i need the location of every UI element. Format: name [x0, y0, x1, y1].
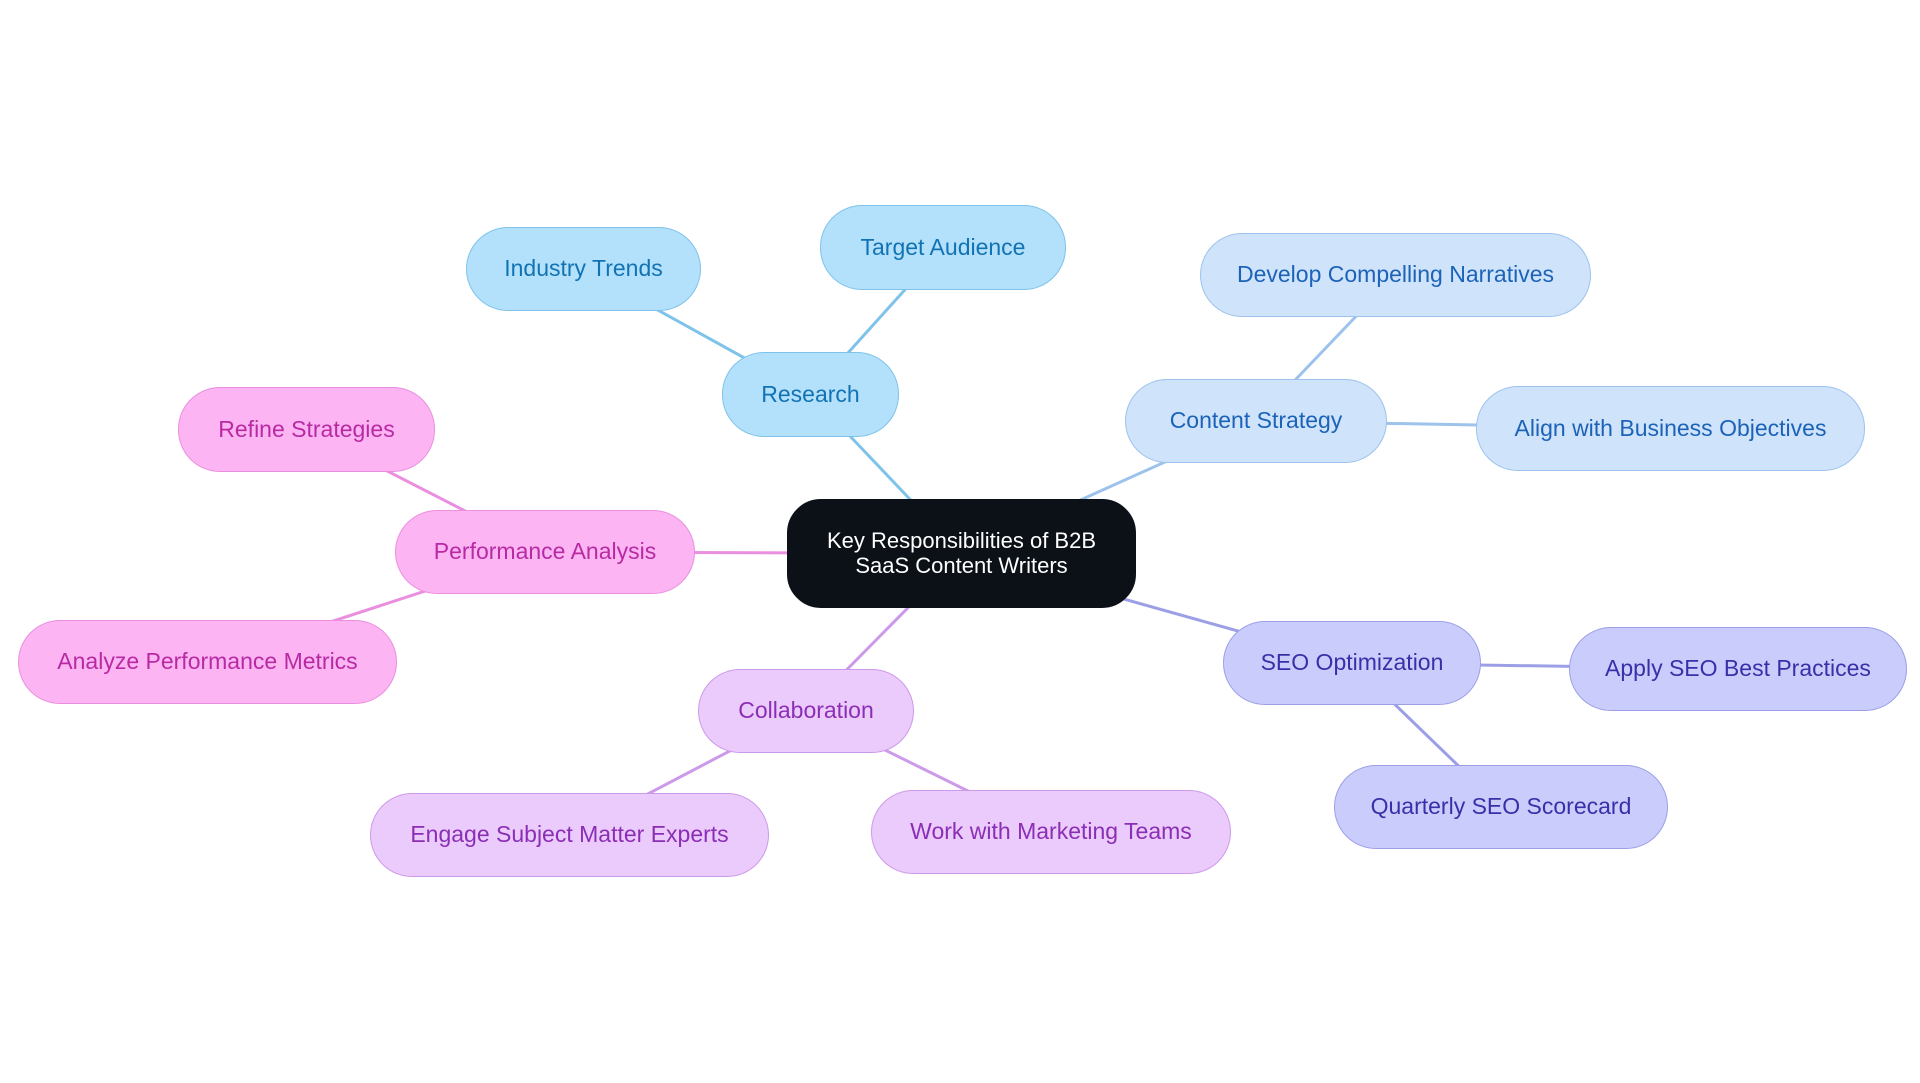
branch-node-research[interactable]: Research	[722, 352, 899, 437]
leaf-node-quarterly-seo-scorecard-label: Quarterly SEO Scorecard	[1370, 793, 1632, 820]
branch-node-collaboration-label: Collaboration	[738, 697, 874, 724]
leaf-node-engage-subject-matter-experts[interactable]: Engage Subject Matter Experts	[370, 793, 769, 877]
branch-node-seo-optimization[interactable]: SEO Optimization	[1223, 621, 1481, 705]
leaf-node-refine-strategies[interactable]: Refine Strategies	[178, 387, 435, 472]
leaf-node-work-with-marketing-teams-label: Work with Marketing Teams	[910, 818, 1192, 845]
leaf-node-align-with-business-objectives-label: Align with Business Objectives	[1514, 414, 1827, 441]
leaf-node-industry-trends[interactable]: Industry Trends	[466, 227, 701, 311]
leaf-node-engage-subject-matter-experts-label: Engage Subject Matter Experts	[410, 821, 729, 848]
leaf-node-work-with-marketing-teams[interactable]: Work with Marketing Teams	[871, 790, 1231, 874]
branch-node-performance-analysis-label: Performance Analysis	[433, 538, 657, 565]
root-node-label: Key Responsibilities of B2B SaaS Content…	[826, 527, 1097, 578]
leaf-node-align-with-business-objectives[interactable]: Align with Business Objectives	[1476, 386, 1865, 471]
leaf-node-analyze-performance-metrics-label: Analyze Performance Metrics	[57, 648, 358, 675]
branch-node-performance-analysis[interactable]: Performance Analysis	[395, 510, 695, 594]
leaf-node-quarterly-seo-scorecard[interactable]: Quarterly SEO Scorecard	[1334, 765, 1668, 849]
leaf-node-develop-compelling-narratives-label: Develop Compelling Narratives	[1236, 261, 1555, 288]
leaf-node-industry-trends-label: Industry Trends	[504, 255, 663, 282]
leaf-node-refine-strategies-label: Refine Strategies	[218, 415, 395, 442]
branch-node-collaboration[interactable]: Collaboration	[698, 669, 914, 753]
leaf-node-apply-seo-best-practices[interactable]: Apply SEO Best Practices	[1569, 627, 1907, 711]
branch-node-content-strategy[interactable]: Content Strategy	[1125, 379, 1387, 463]
leaf-node-target-audience-label: Target Audience	[860, 233, 1026, 260]
leaf-node-analyze-performance-metrics[interactable]: Analyze Performance Metrics	[18, 620, 397, 704]
leaf-node-target-audience[interactable]: Target Audience	[820, 205, 1066, 290]
leaf-node-develop-compelling-narratives[interactable]: Develop Compelling Narratives	[1200, 233, 1591, 317]
root-node[interactable]: Key Responsibilities of B2B SaaS Content…	[787, 499, 1136, 608]
leaf-node-apply-seo-best-practices-label: Apply SEO Best Practices	[1605, 655, 1871, 682]
branch-node-content-strategy-label: Content Strategy	[1169, 407, 1343, 434]
branch-node-seo-optimization-label: SEO Optimization	[1260, 649, 1444, 676]
branch-node-research-label: Research	[761, 380, 860, 407]
